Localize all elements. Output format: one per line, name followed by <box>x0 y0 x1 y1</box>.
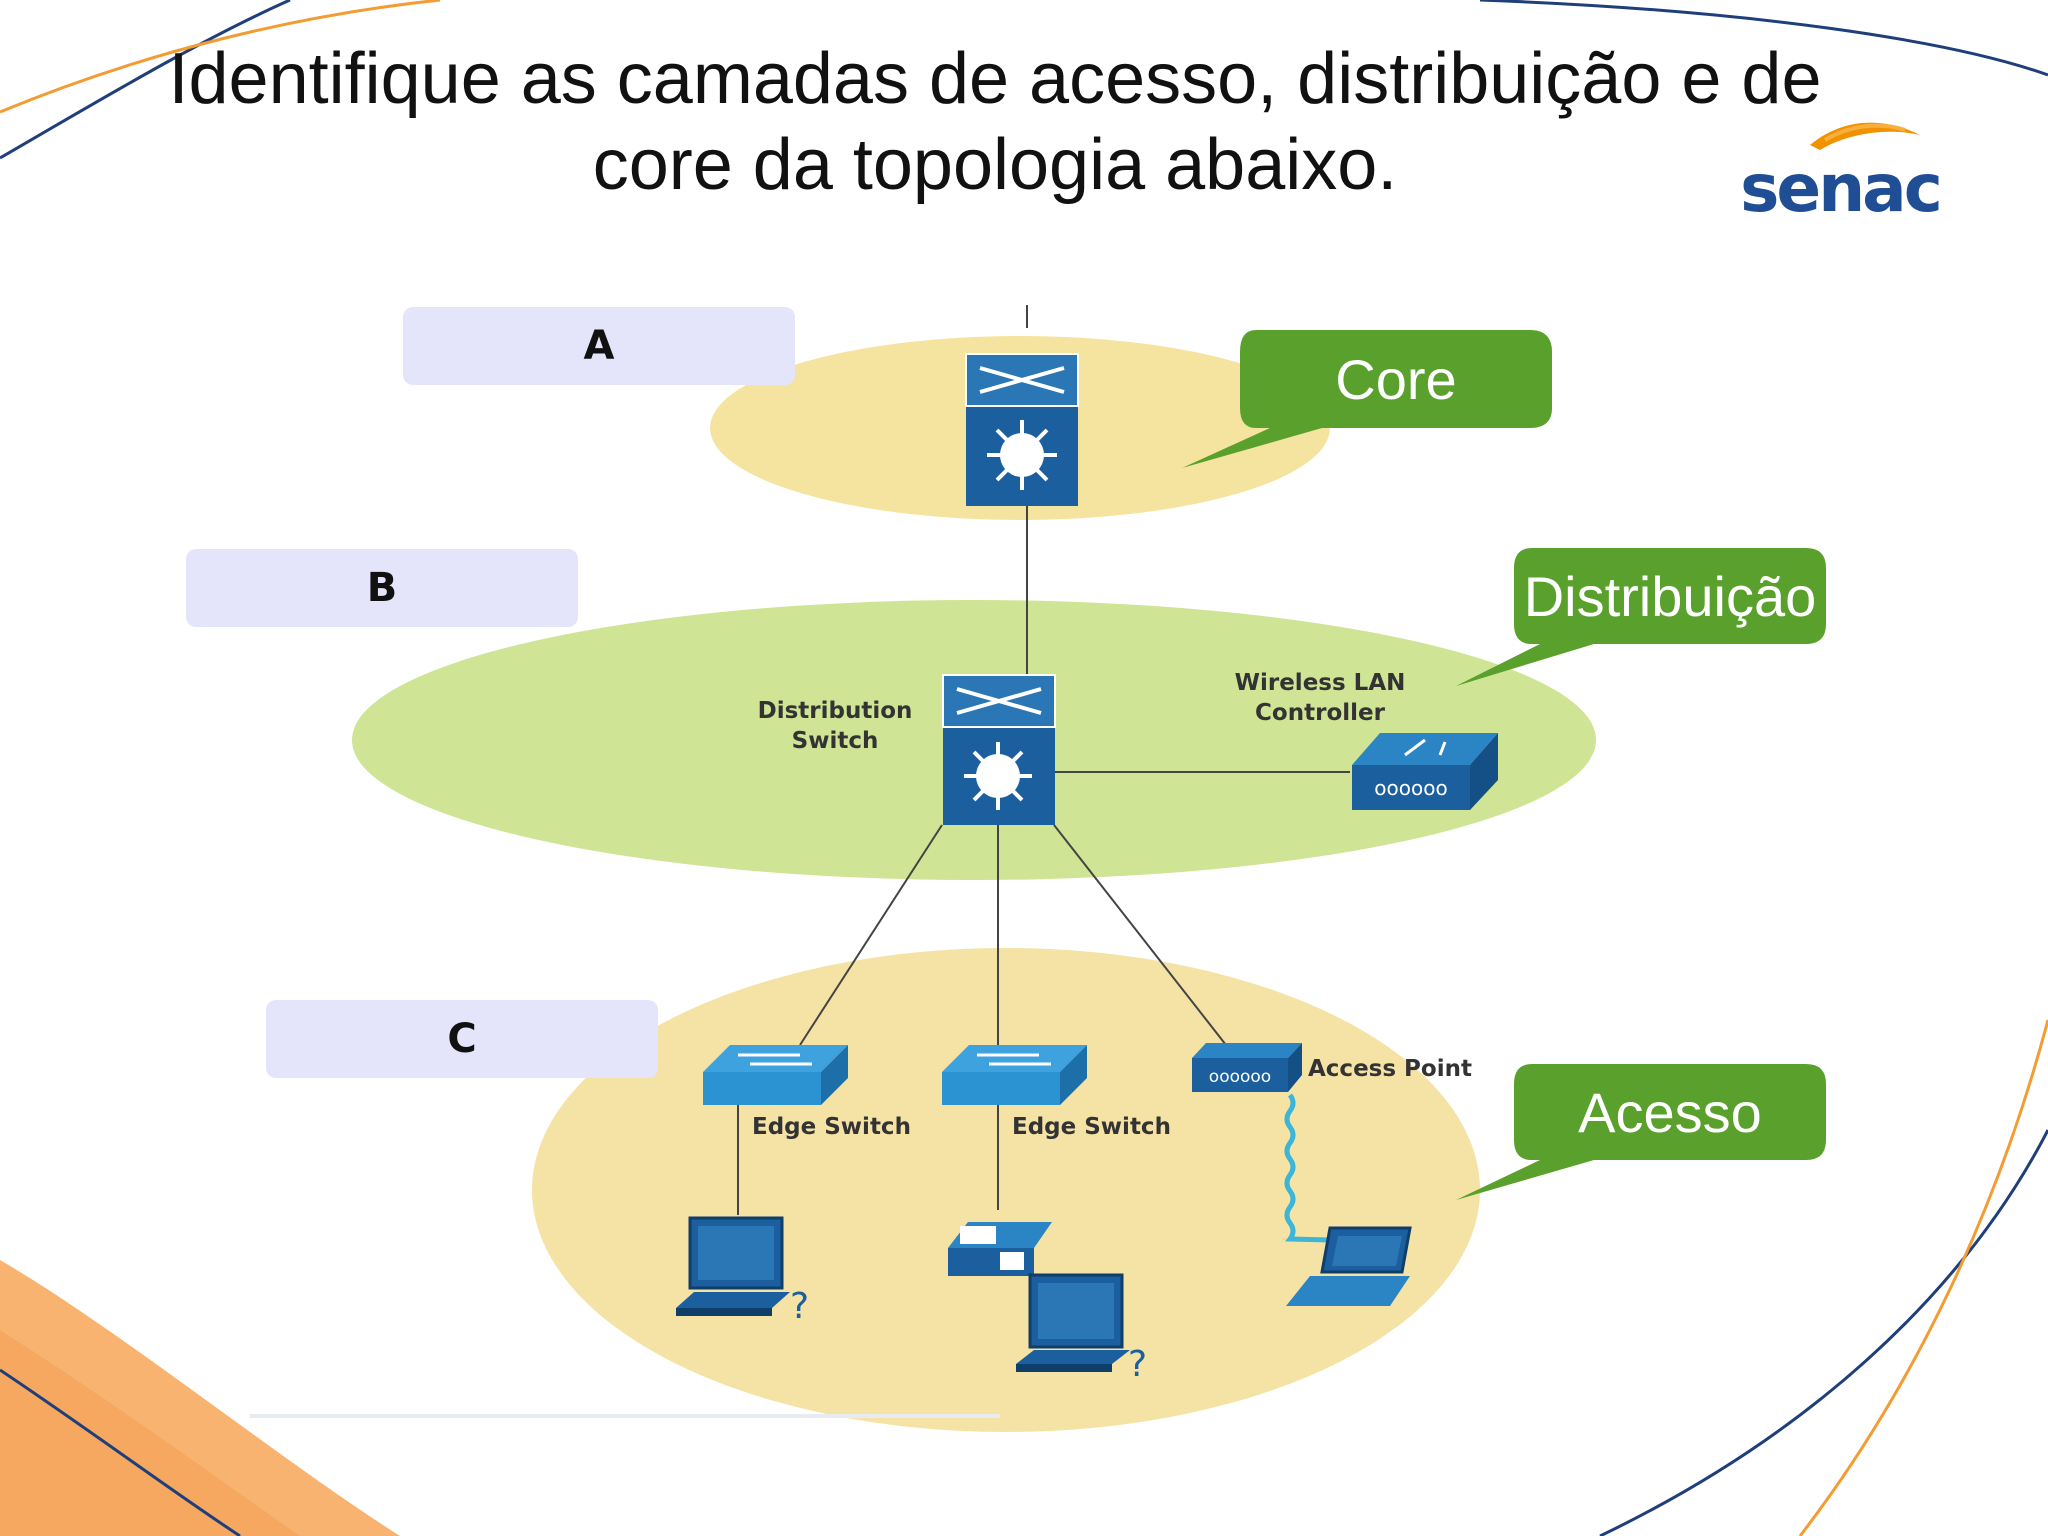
wireless-lan-controller-label: Wireless LAN Controller <box>1210 668 1430 728</box>
edge-switch-right-label: Edge Switch <box>1012 1114 1171 1140</box>
callout-core-shape <box>1182 330 1552 468</box>
svg-text:?: ? <box>790 1286 809 1327</box>
svg-text:?: ? <box>1128 1344 1147 1385</box>
laptop-icon <box>1286 1226 1412 1306</box>
callout-distribution-shape <box>1456 548 1826 686</box>
orange-curve-right <box>1798 1019 2048 1536</box>
access-layer-ellipse <box>532 948 1480 1432</box>
senac-logo-text: senac <box>1740 150 1943 227</box>
bottom-divider <box>250 1414 1000 1418</box>
blue-curve-bottom-left <box>0 1368 241 1536</box>
wireless-lan-controller-icon: oooooo <box>1352 733 1498 810</box>
ip-phone-icon <box>948 1222 1052 1276</box>
distribution-switch-label-line1: Distribution <box>757 698 913 724</box>
desktop-pc-left-icon: ? <box>676 1216 809 1327</box>
edge-switch-left-icon <box>703 1045 848 1105</box>
wlc-label-line1: Wireless LAN <box>1234 670 1406 696</box>
slide-title: Identifique as camadas de acesso, distri… <box>100 36 1890 208</box>
callout-distribution[interactable]: Distribuição <box>1523 564 1817 628</box>
blue-curve-right <box>1599 1129 2048 1536</box>
edge-switch-right-icon <box>942 1045 1087 1105</box>
svg-text:oooooo: oooooo <box>1209 1067 1271 1087</box>
blue-curve-top-right <box>1479 0 2048 77</box>
answer-box-c[interactable]: C <box>266 1000 658 1078</box>
senac-logo: senac <box>1730 100 1950 230</box>
orange-corner-shape-inner <box>0 1330 300 1536</box>
title-line-1: Identifique as camadas de acesso, distri… <box>168 39 1822 119</box>
wireless-link-icon <box>1284 1093 1331 1243</box>
title-line-2: core da topologia abaixo. <box>592 125 1398 205</box>
core-switch-icon <box>965 353 1079 506</box>
access-point-label: Access Point <box>1308 1056 1472 1082</box>
answer-box-a[interactable]: A <box>403 307 795 385</box>
edge-switch-left-label: Edge Switch <box>752 1114 911 1140</box>
distribution-switch-icon <box>942 674 1056 825</box>
callout-core[interactable]: Core <box>1335 347 1457 411</box>
desktop-pc-right-icon: ? <box>1016 1273 1147 1385</box>
access-point-icon: oooooo <box>1192 1043 1302 1092</box>
answer-box-b[interactable]: B <box>186 549 578 627</box>
network-links <box>737 305 1350 1215</box>
distribution-switch-label: Distribution Switch <box>740 696 930 756</box>
wlc-label-line2: Controller <box>1255 700 1385 726</box>
orange-curve-top-left <box>0 0 441 114</box>
callout-access-shape <box>1456 1064 1826 1200</box>
senac-logo-swoosh-icon <box>1810 122 1920 150</box>
distribution-switch-label-line2: Switch <box>791 728 879 754</box>
callout-access[interactable]: Acesso <box>1578 1080 1762 1144</box>
blue-curve-top-left <box>0 0 291 160</box>
svg-text:oooooo: oooooo <box>1374 776 1447 800</box>
